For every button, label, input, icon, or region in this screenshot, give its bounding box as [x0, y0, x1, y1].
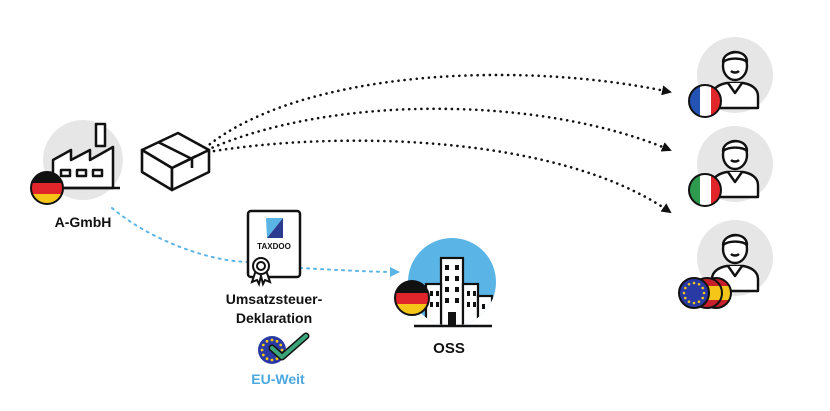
reporting-arrow-oss [299, 266, 400, 277]
company-node [30, 120, 123, 205]
declaration-label-line2: Deklaration [235, 310, 313, 326]
customer-italy [688, 126, 773, 207]
package-icon [140, 131, 211, 192]
declaration-label: Umsatzsteuer- Deklaration [208, 290, 340, 328]
eu-flag-icon [678, 277, 710, 309]
germany-flag-icon [31, 172, 63, 204]
shipment-arrows [203, 73, 672, 214]
taxdoo-logo-text: TAXDOO [257, 242, 291, 251]
oss-label: OSS [433, 340, 465, 357]
oss-node [394, 238, 496, 328]
shipment-arrow-eu [206, 139, 672, 214]
building-icon [424, 256, 494, 326]
france-flag-icon [689, 85, 721, 117]
italy-flag-icon [689, 174, 721, 206]
declaration-label-line1: Umsatzsteuer- [225, 291, 323, 307]
declaration-document: TAXDOO [246, 209, 302, 287]
reporting-arrow [111, 207, 251, 263]
customer-icon [710, 139, 760, 199]
customer-france [688, 37, 773, 118]
shipment-arrow-france [203, 73, 672, 150]
eu-weit-label: EU-Weit [251, 371, 305, 387]
company-label: A-GmbH [54, 214, 112, 230]
eu-check-icon [258, 332, 310, 364]
customer-icon [710, 50, 760, 110]
taxdoo-logo-icon: TAXDOO [257, 218, 291, 251]
customer-eu [678, 220, 773, 309]
seal-icon [250, 257, 272, 287]
